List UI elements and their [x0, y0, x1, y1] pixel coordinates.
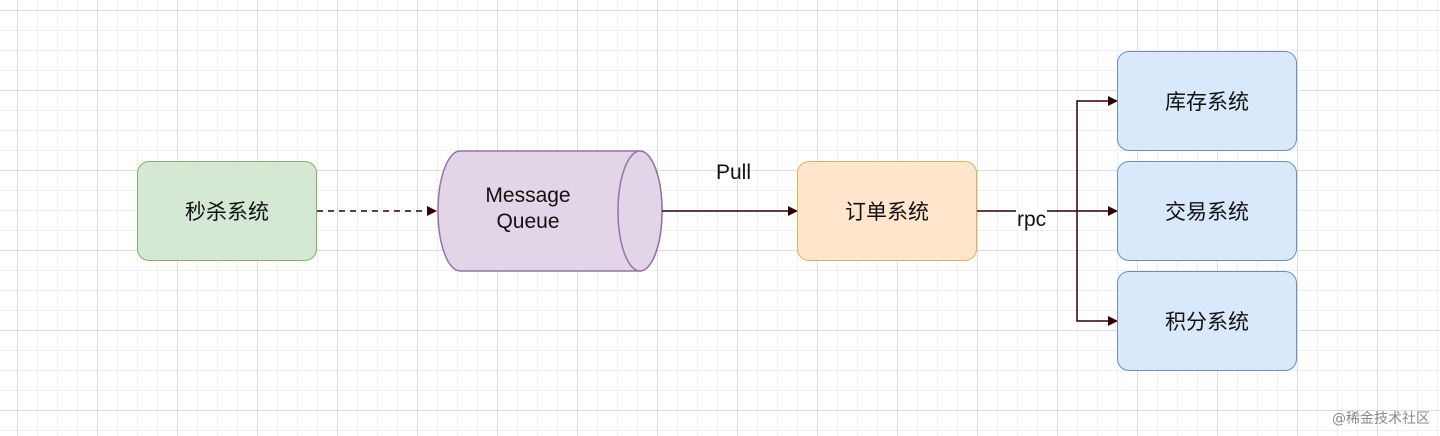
node-trade-label: 交易系统: [1165, 200, 1249, 224]
message-queue-label: Message Queue: [458, 183, 598, 235]
node-points-system[interactable]: 积分系统: [1117, 271, 1297, 371]
node-inventory-label: 库存系统: [1165, 90, 1249, 114]
watermark: @稀金技术社区: [1332, 411, 1430, 427]
edge-label-pull: Pull: [716, 161, 752, 184]
node-points-label: 积分系统: [1165, 310, 1249, 334]
node-trade-system[interactable]: 交易系统: [1117, 161, 1297, 261]
node-seckill-system[interactable]: 秒杀系统: [137, 161, 317, 261]
node-order-label: 订单系统: [845, 200, 929, 224]
edge-label-rpc: rpc: [1016, 208, 1048, 231]
edge-order-to-points: [1076, 211, 1118, 326]
message-queue-cylinder[interactable]: [437, 150, 663, 272]
edge-order-to-inventory: [1076, 96, 1118, 211]
cylinder-end-cap: [617, 150, 663, 272]
queue-label-line1: Message: [485, 184, 571, 207]
node-inventory-system[interactable]: 库存系统: [1117, 51, 1297, 151]
node-order-system[interactable]: 订单系统: [797, 161, 977, 261]
node-seckill-label: 秒杀系统: [185, 200, 269, 224]
queue-label-line2: Queue: [496, 210, 560, 233]
